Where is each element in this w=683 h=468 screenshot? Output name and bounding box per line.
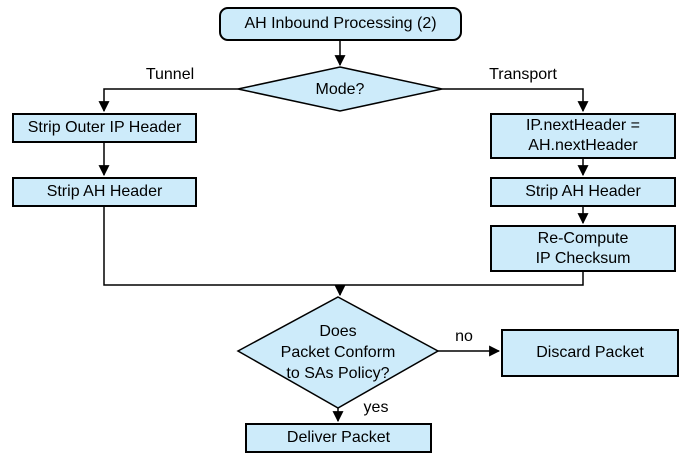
connector-tunnel-branch xyxy=(98,88,238,113)
node-recompute-line2: IP Checksum xyxy=(535,249,631,267)
node-strip-outer-ip-header: Strip Outer IP Header xyxy=(12,113,197,143)
node-discard-packet: Discard Packet xyxy=(501,329,679,377)
mode-decision-diamond xyxy=(237,66,443,112)
policy-decision-diamond xyxy=(236,296,440,409)
node-ip-next-header-line2: AH.nextHeader xyxy=(528,137,638,154)
edge-label-yes: yes xyxy=(363,399,389,416)
edge-label-tunnel: Tunnel xyxy=(145,66,195,83)
node-strip-ah-header-tunnel: Strip AH Header xyxy=(12,177,197,207)
connector-merge xyxy=(103,207,584,286)
node-deliver-packet: Deliver Packet xyxy=(245,423,432,453)
node-recompute-ip-checksum: Re-Compute IP Checksum xyxy=(490,225,676,272)
connector-transport-branch xyxy=(442,88,589,113)
edge-label-no: no xyxy=(455,328,473,345)
edge-label-transport: Transport xyxy=(489,66,557,83)
node-ip-next-header: IP.nextHeader = AH.nextHeader xyxy=(490,113,676,159)
node-start: AH Inbound Processing (2) xyxy=(219,7,462,41)
node-recompute-line1: Re-Compute xyxy=(537,229,629,247)
node-ip-next-header-line1: IP.nextHeader = xyxy=(525,117,640,134)
node-strip-ah-header-transport: Strip AH Header xyxy=(490,177,676,207)
